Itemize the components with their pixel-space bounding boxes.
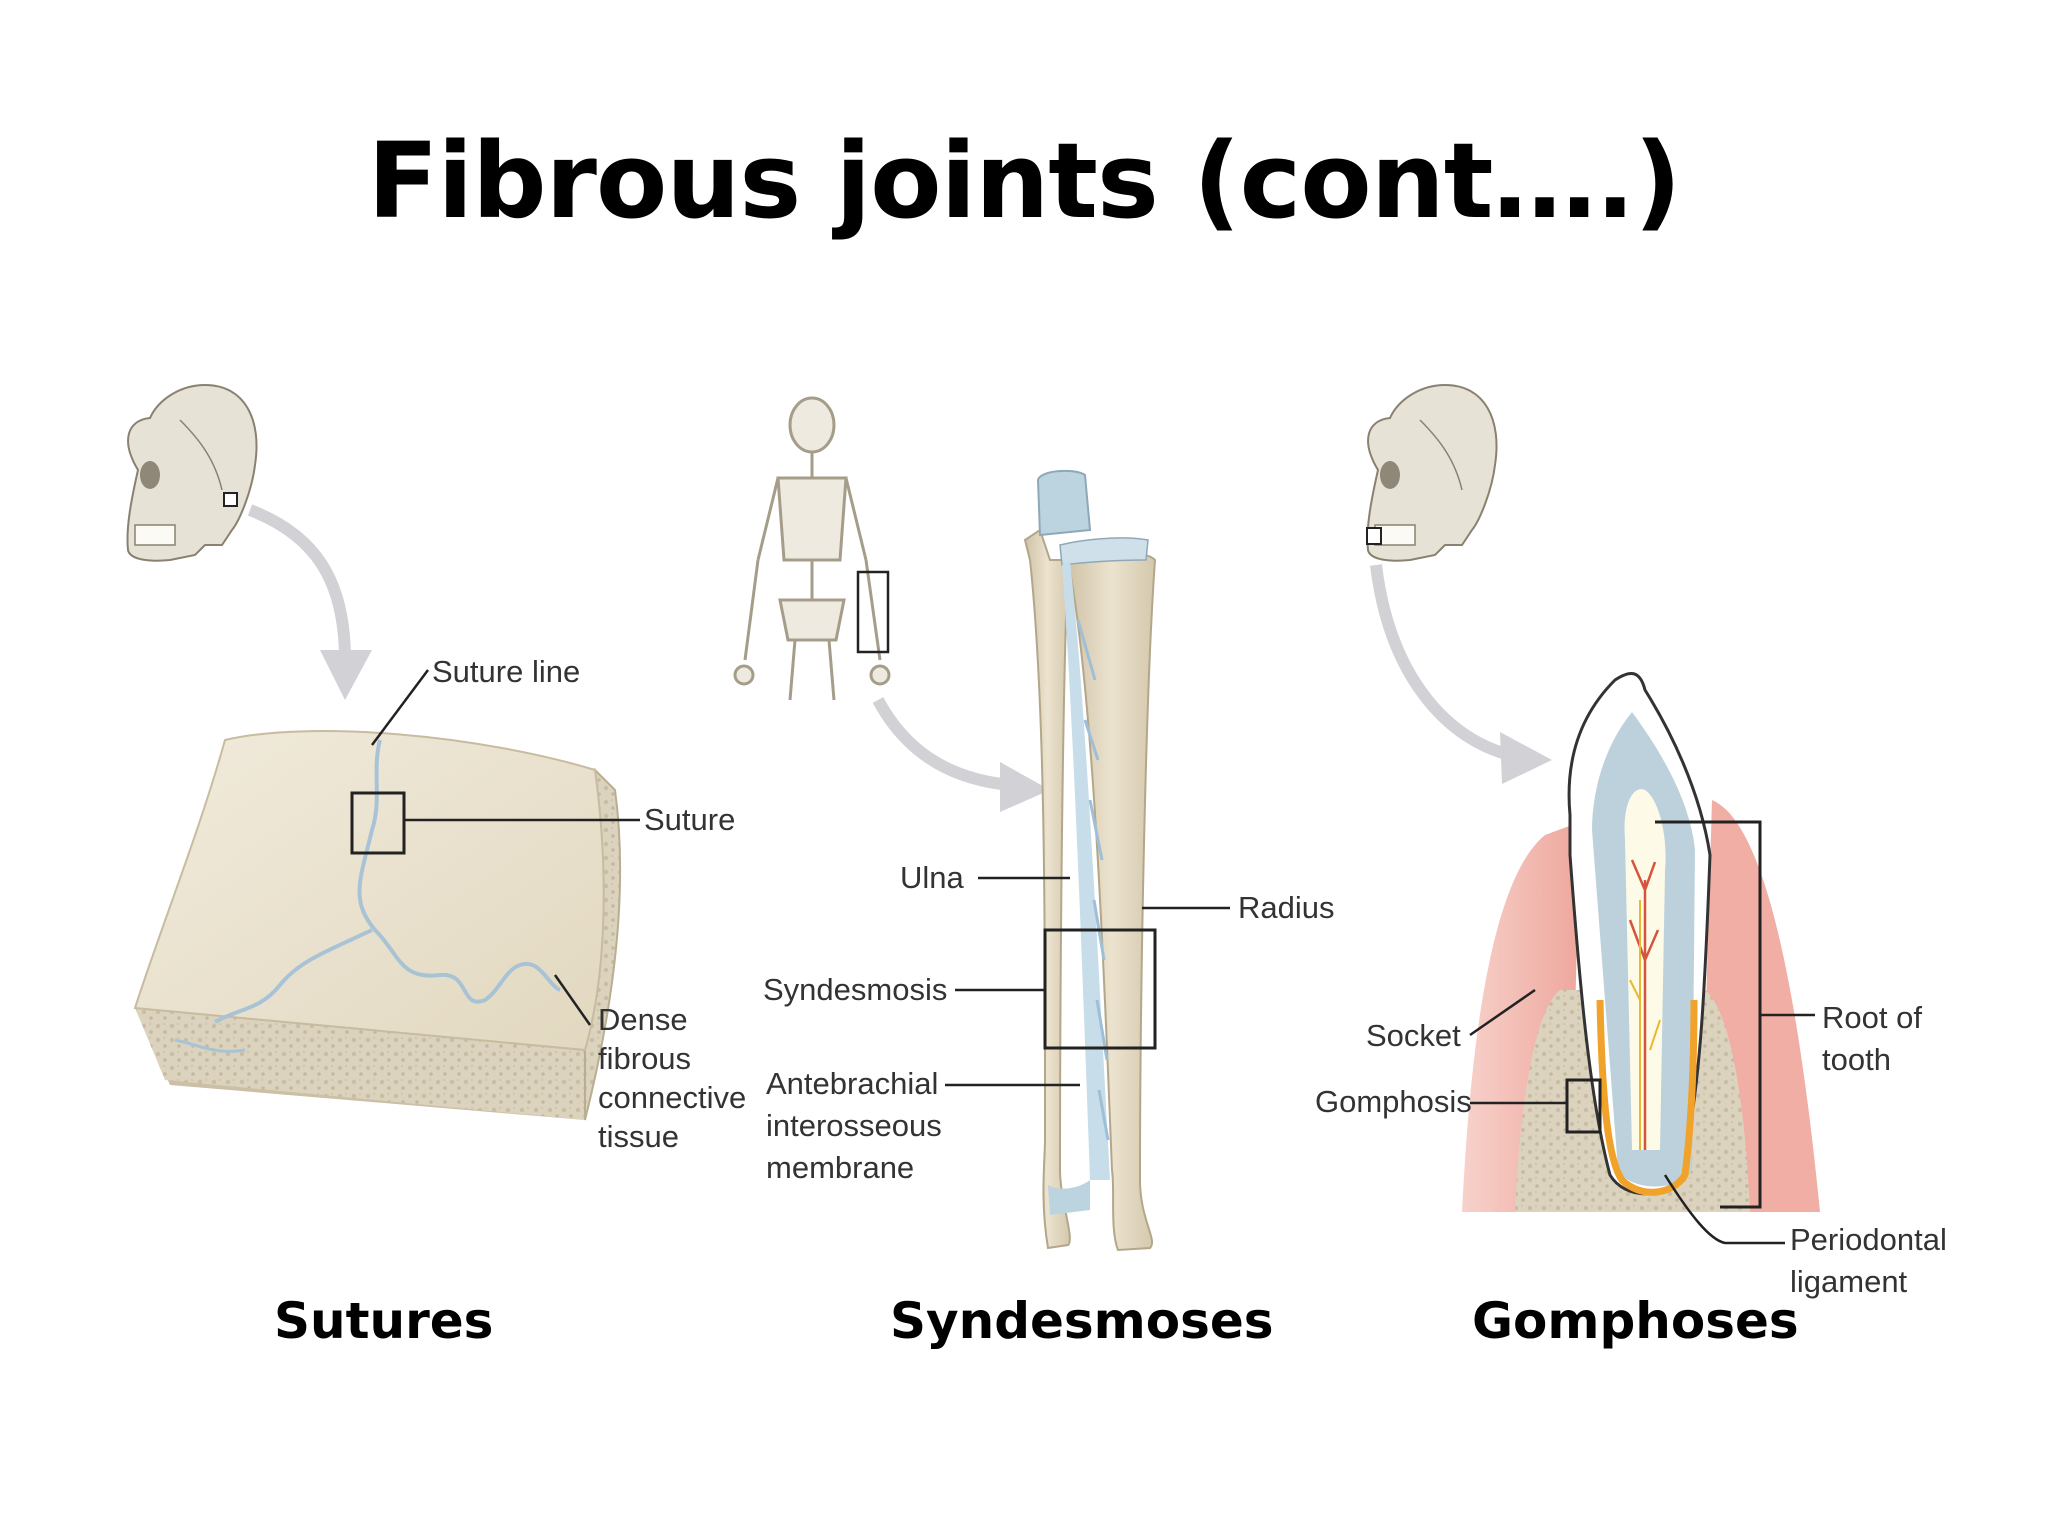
label-root-of-tooth-1: Root of [1822, 1000, 1922, 1035]
label-suture: Suture [644, 802, 735, 837]
skull-icon [1366, 383, 1498, 562]
label-dense-fibrous-4: tissue [598, 1119, 679, 1154]
label-ulna: Ulna [900, 860, 965, 895]
curved-arrow-icon [872, 697, 1050, 812]
cranial-bone-slab [133, 730, 622, 1121]
skull-icon [126, 383, 258, 562]
label-gomphosis: Gomphosis [1315, 1084, 1472, 1119]
slide-title: Fibrous joints (cont….) [367, 120, 1681, 242]
tooth [1567, 671, 1712, 1196]
label-periodontal-2: ligament [1790, 1264, 1908, 1299]
suture-highlight-box [350, 791, 406, 855]
label-periodontal-1: Periodontal [1790, 1222, 1947, 1257]
sutures-panel: Suture line Suture Dense fibrous connect… [126, 383, 746, 1154]
forearm-highlight-box [856, 570, 890, 654]
label-radius: Radius [1238, 890, 1335, 925]
syndesmoses-panel: Ulna Radius Syndesmosis Antebrachial int… [733, 396, 1335, 1252]
label-socket: Socket [1366, 1018, 1461, 1053]
caption-syndesmoses: Syndesmoses [890, 1292, 1274, 1350]
label-dense-fibrous-2: fibrous [598, 1041, 691, 1076]
label-antebrachial-2: interosseous [766, 1108, 942, 1143]
caption-gomphoses: Gomphoses [1472, 1292, 1799, 1350]
curved-arrow-icon [247, 504, 372, 700]
label-dense-fibrous-1: Dense [598, 1002, 688, 1037]
syndesmoses-leader-lines [945, 876, 1230, 1087]
caption-sutures: Sutures [274, 1292, 494, 1350]
gomphoses-panel: Socket Gomphosis Root of tooth Periodont… [1315, 383, 1947, 1299]
gomphoses-leader-lines [1469, 988, 1815, 1245]
label-root-of-tooth-2: tooth [1822, 1042, 1891, 1077]
label-syndesmosis: Syndesmosis [763, 972, 947, 1007]
gomphosis-highlight-box [1565, 1078, 1602, 1134]
skeleton-icon [733, 396, 891, 701]
curved-arrow-icon [1370, 564, 1552, 784]
suture-leader-lines [370, 669, 640, 1026]
label-dense-fibrous-3: connective [598, 1080, 746, 1115]
label-antebrachial-3: membrane [766, 1150, 914, 1185]
label-suture-line: Suture line [432, 654, 580, 689]
label-antebrachial-1: Antebrachial [766, 1066, 938, 1101]
ulna-radius-bones [1023, 469, 1157, 1252]
